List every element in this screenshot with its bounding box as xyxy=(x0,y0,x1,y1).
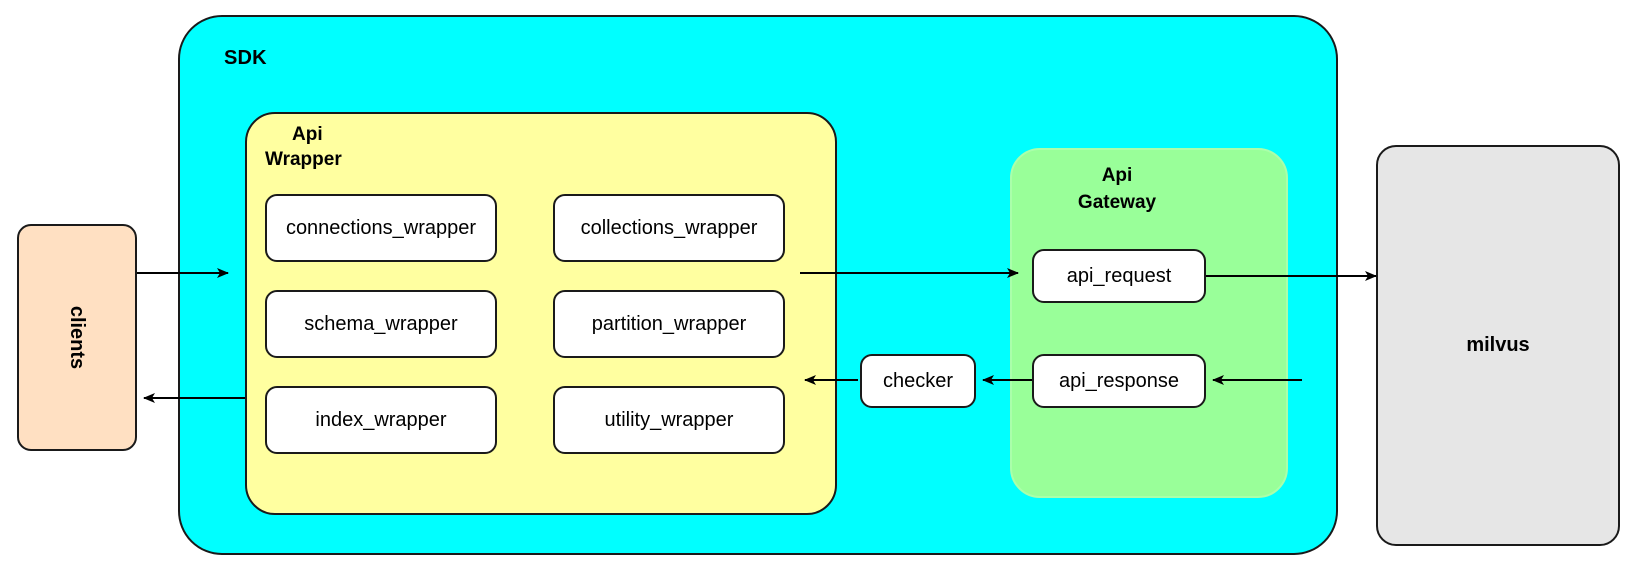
module-label: api_response xyxy=(1058,369,1180,392)
api-wrapper-label-line1: Api xyxy=(292,124,323,145)
api-gateway-container: Api Gateway xyxy=(1010,148,1288,498)
api-gateway-label-line2: Gateway xyxy=(1077,192,1157,213)
module-label: partition_wrapper xyxy=(591,312,747,335)
module-collections-wrapper[interactable]: collections_wrapper xyxy=(553,194,785,262)
module-label: index_wrapper xyxy=(315,408,447,431)
module-label: utility_wrapper xyxy=(604,408,734,431)
module-label: api_request xyxy=(1066,264,1172,287)
module-utility-wrapper[interactable]: utility_wrapper xyxy=(553,386,785,454)
module-index-wrapper[interactable]: index_wrapper xyxy=(265,386,497,454)
module-label: collections_wrapper xyxy=(580,216,758,239)
checker-node[interactable]: checker xyxy=(860,354,976,408)
api-gateway-label-line1: Api xyxy=(1101,165,1133,186)
module-partition-wrapper[interactable]: partition_wrapper xyxy=(553,290,785,358)
module-connections-wrapper[interactable]: connections_wrapper xyxy=(265,194,497,262)
api-wrapper-label: Api Wrapper xyxy=(265,122,405,172)
milvus-label: milvus xyxy=(1466,334,1530,356)
milvus-node[interactable]: milvus xyxy=(1376,145,1620,546)
api-gateway-label: Api Gateway xyxy=(1032,162,1202,216)
module-label: schema_wrapper xyxy=(304,312,458,335)
module-api-response[interactable]: api_response xyxy=(1032,354,1206,408)
sdk-label: SDK xyxy=(224,47,267,69)
module-label: connections_wrapper xyxy=(285,216,477,239)
clients-label: clients xyxy=(66,305,89,370)
module-api-request[interactable]: api_request xyxy=(1032,249,1206,303)
api-wrapper-label-line2: Wrapper xyxy=(265,149,342,170)
module-schema-wrapper[interactable]: schema_wrapper xyxy=(265,290,497,358)
checker-label: checker xyxy=(882,369,954,392)
clients-node[interactable]: clients xyxy=(17,224,137,451)
